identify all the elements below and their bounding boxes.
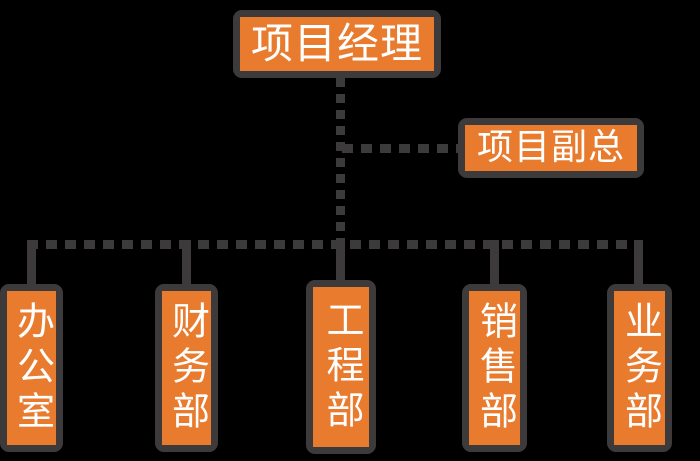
connector-distribution-bar bbox=[27, 240, 642, 249]
node-department-office-label: 办公室 bbox=[10, 300, 55, 436]
node-department-business-label: 业务部 bbox=[618, 300, 663, 436]
node-project-manager-label: 项目经理 bbox=[250, 18, 423, 68]
node-department-engineering-label: 工程部 bbox=[319, 299, 364, 435]
connector-drop-business bbox=[634, 240, 643, 288]
node-department-finance[interactable]: 财务部 bbox=[155, 284, 218, 452]
node-project-manager-body: 项目经理 bbox=[240, 17, 434, 71]
node-department-engineering[interactable]: 工程部 bbox=[306, 280, 376, 454]
node-department-finance-body: 财务部 bbox=[162, 291, 211, 445]
node-project-manager[interactable]: 项目经理 bbox=[233, 10, 441, 78]
node-department-business[interactable]: 业务部 bbox=[607, 284, 672, 452]
connector-drop-engineering bbox=[336, 240, 345, 288]
node-department-office-body: 办公室 bbox=[7, 291, 56, 445]
connector-drop-office bbox=[27, 240, 36, 288]
node-deputy-director-body: 项目副总 bbox=[465, 125, 637, 171]
node-department-business-body: 业务部 bbox=[614, 291, 665, 445]
connector-drop-finance bbox=[182, 240, 191, 288]
connector-branch-to-deputy bbox=[342, 144, 460, 153]
node-deputy-director[interactable]: 项目副总 bbox=[458, 118, 644, 178]
connector-drop-sales bbox=[490, 240, 499, 288]
node-department-sales-body: 销售部 bbox=[469, 291, 520, 445]
node-department-engineering-body: 工程部 bbox=[313, 287, 369, 447]
node-deputy-director-label: 项目副总 bbox=[476, 127, 625, 169]
node-department-office[interactable]: 办公室 bbox=[0, 284, 63, 452]
connector-trunk-vertical bbox=[336, 78, 345, 246]
node-department-sales[interactable]: 销售部 bbox=[462, 284, 527, 452]
node-department-sales-label: 销售部 bbox=[473, 300, 518, 436]
node-department-finance-label: 财务部 bbox=[165, 300, 210, 436]
